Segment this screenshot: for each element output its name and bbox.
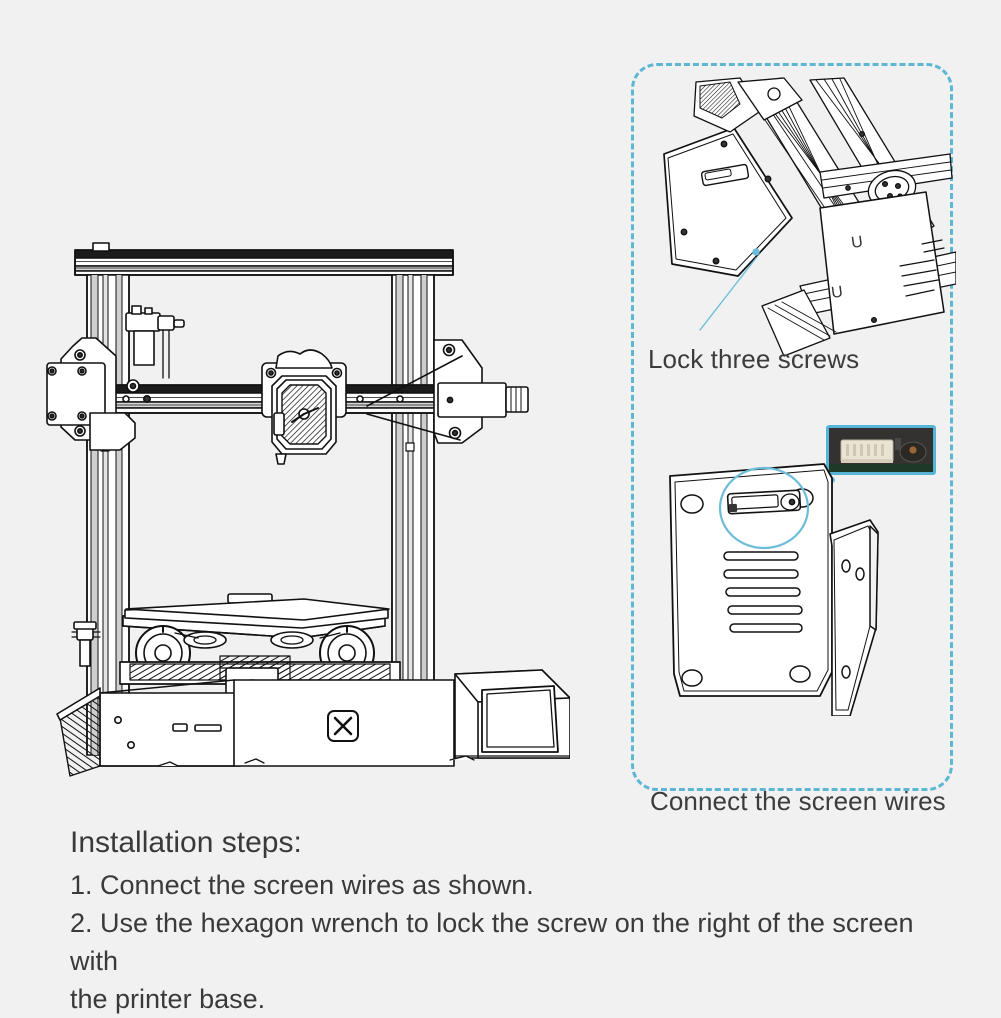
svg-text:U: U [850,234,864,252]
lcd-screen-module [449,669,571,761]
lock-screws-line-art: U U [663,77,956,357]
hotend-fan [693,77,803,133]
screw-heads [752,248,760,256]
x-belt-tensioner [437,382,529,418]
figure-lock-screws: U U [634,76,956,366]
gantry-left-roller-plate [89,412,136,451]
connector-photo-svg [829,428,933,472]
printer-illustration [30,228,571,788]
instructions-title: Installation steps: [70,826,302,859]
extruder-carriage [261,349,347,465]
figure-connect-wires [634,416,950,717]
vent-slots [723,551,803,633]
svg-text:U: U [830,284,844,302]
left-vertical-extrusion [86,274,130,756]
printer-base [56,679,455,777]
connector-closeup-inset [826,425,936,475]
top-beam [74,242,454,276]
connector-highlight-circle [718,466,810,550]
base-panel: U U [819,191,945,335]
filament-extruder-assembly [125,305,185,393]
bed-leveling-knobs [135,625,375,681]
caption-lock-screws: Lock three screws [648,344,860,374]
screw-callout-leader [699,257,757,331]
mounting-bracket [829,519,879,717]
connect-wires-line-art [669,463,879,717]
vent-slots [899,239,945,297]
screen-back-plate [669,463,833,697]
instruction-line-1: 1. Connect the screen wires as shown. [70,870,534,900]
heated-bed [122,593,390,639]
z-leadscrew-coupler [71,621,101,667]
instruction-line-2-continued: the printer base. [70,984,266,1014]
caption-connect-wires: Connect the screen wires [650,786,946,816]
lower-extrusions [761,289,837,357]
instruction-line-2: 2. Use the hexagon wrench to lock the sc… [70,908,914,976]
steps-panel: U U [631,63,956,816]
instructions-block: Installation steps: 1. Connect the scree… [70,822,960,1018]
printer-line-art-svg [46,242,571,777]
screen-housing [663,127,793,277]
